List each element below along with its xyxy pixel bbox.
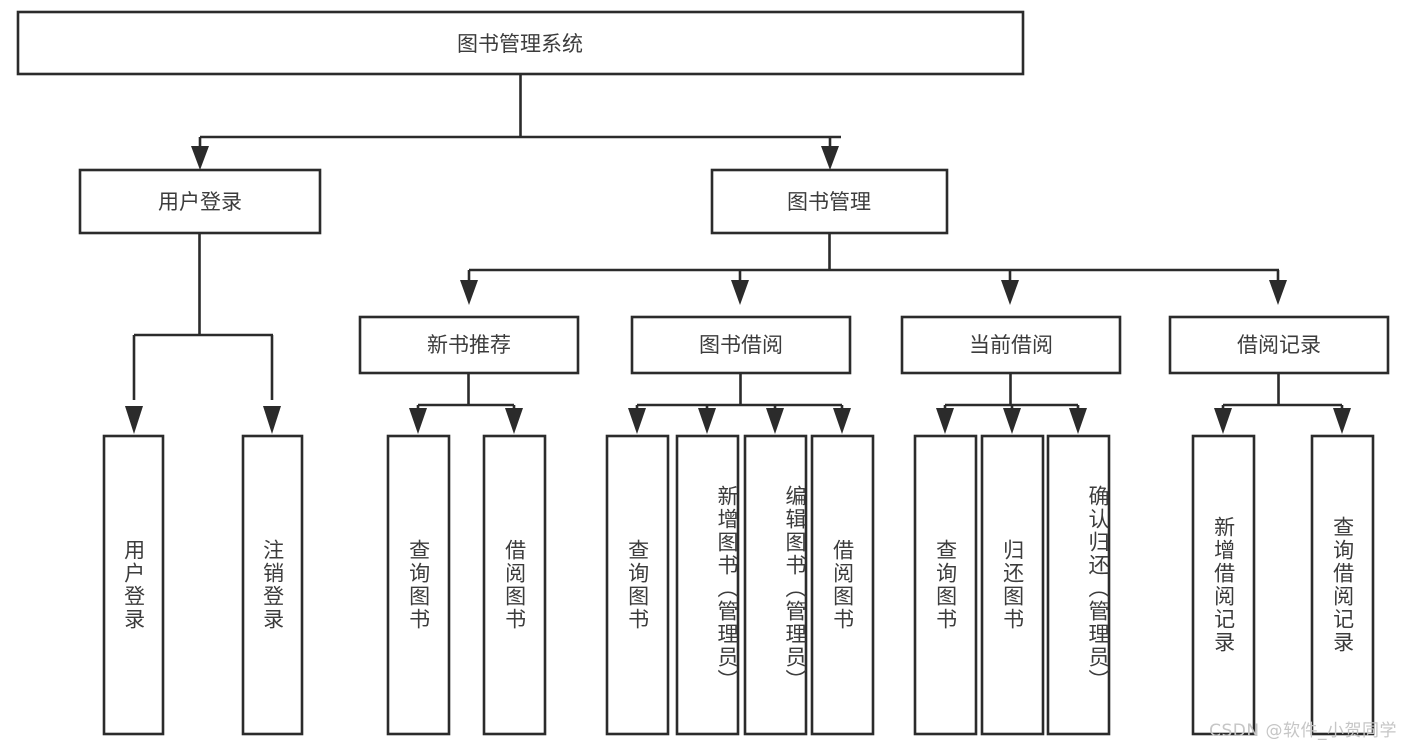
connector-root-to-level2 <box>191 74 841 170</box>
leaf-box-edit-book[interactable] <box>743 434 808 736</box>
connector-newbook-to-leaves <box>409 373 523 434</box>
arrow-head-icon <box>936 408 954 434</box>
leaf-box-query-record[interactable] <box>1310 434 1375 736</box>
leaf-box-add-book[interactable] <box>675 434 740 736</box>
node-layer: 图书管理系统 用户登录 图书管理 新书推荐 图书借阅 当前 <box>16 10 1390 736</box>
leaf-box-borrow-book-bor[interactable] <box>810 434 875 736</box>
watermark-text: CSDN @软件_小贺同学 <box>1209 721 1397 741</box>
arrow-head-icon <box>1003 408 1021 434</box>
arrow-head-icon <box>409 408 427 434</box>
leaf-box-query-book-rec[interactable] <box>386 434 451 736</box>
arrow-head-icon <box>191 146 209 170</box>
arrow-head-icon <box>1214 408 1232 434</box>
leaf-box-query-book-bor[interactable] <box>605 434 670 736</box>
arrow-head-icon <box>628 408 646 434</box>
arrow-head-icon <box>505 408 523 434</box>
node-borrow-record[interactable]: 借阅记录 <box>1168 315 1390 375</box>
leaf-box-confirm-return[interactable] <box>1046 434 1111 736</box>
connector-bookmanage-to-level3 <box>460 233 1287 305</box>
node-box[interactable] <box>710 168 949 235</box>
connector-userlogin-to-leaves <box>125 233 281 434</box>
leaf-box-borrow-book-rec[interactable] <box>482 434 547 736</box>
node-label: 图书借阅 <box>699 333 783 357</box>
arrow-head-icon <box>821 146 839 170</box>
arrow-head-icon <box>460 280 478 305</box>
node-box[interactable] <box>630 315 852 375</box>
connector-currentborrow-to-leaves <box>936 373 1087 434</box>
leaf-box-query-book-cur[interactable] <box>913 434 978 736</box>
arrow-head-icon <box>1333 408 1351 434</box>
leaf-box-return-book[interactable] <box>980 434 1045 736</box>
arrow-head-icon <box>833 408 851 434</box>
node-box[interactable] <box>78 168 322 235</box>
node-user-login[interactable]: 用户登录 <box>78 168 322 235</box>
arrow-head-icon <box>1069 408 1087 434</box>
leaf-box-layer <box>102 434 1375 736</box>
connector-borrowrecord-to-leaves <box>1214 373 1351 434</box>
arrow-head-icon <box>731 280 749 305</box>
leaf-box-user-login[interactable] <box>102 434 165 736</box>
arrow-head-icon <box>125 406 143 434</box>
node-label: 图书管理系统 <box>457 32 583 56</box>
arrow-head-icon <box>1269 280 1287 305</box>
leaf-box-logout[interactable] <box>241 434 304 736</box>
node-box[interactable] <box>1168 315 1390 375</box>
node-box[interactable] <box>358 315 580 375</box>
node-current-borrow[interactable]: 当前借阅 <box>900 315 1122 375</box>
node-label: 用户登录 <box>158 190 242 214</box>
leaf-box-add-record[interactable] <box>1191 434 1256 736</box>
arrow-head-icon <box>263 406 281 434</box>
node-box[interactable] <box>16 10 1025 76</box>
connector-layer <box>125 74 1351 434</box>
connector-bookborrow-to-leaves <box>628 373 851 434</box>
node-new-book-recommend[interactable]: 新书推荐 <box>358 315 580 375</box>
arrow-head-icon <box>1001 280 1019 305</box>
node-book-manage[interactable]: 图书管理 <box>710 168 949 235</box>
node-label: 图书管理 <box>787 190 871 214</box>
node-book-borrow[interactable]: 图书借阅 <box>630 315 852 375</box>
node-label: 新书推荐 <box>427 333 511 357</box>
node-label: 借阅记录 <box>1237 333 1321 357</box>
node-root[interactable]: 图书管理系统 <box>16 10 1025 76</box>
node-label: 当前借阅 <box>969 333 1053 357</box>
node-box[interactable] <box>900 315 1122 375</box>
arrow-head-icon <box>766 408 784 434</box>
arrow-head-icon <box>698 408 716 434</box>
